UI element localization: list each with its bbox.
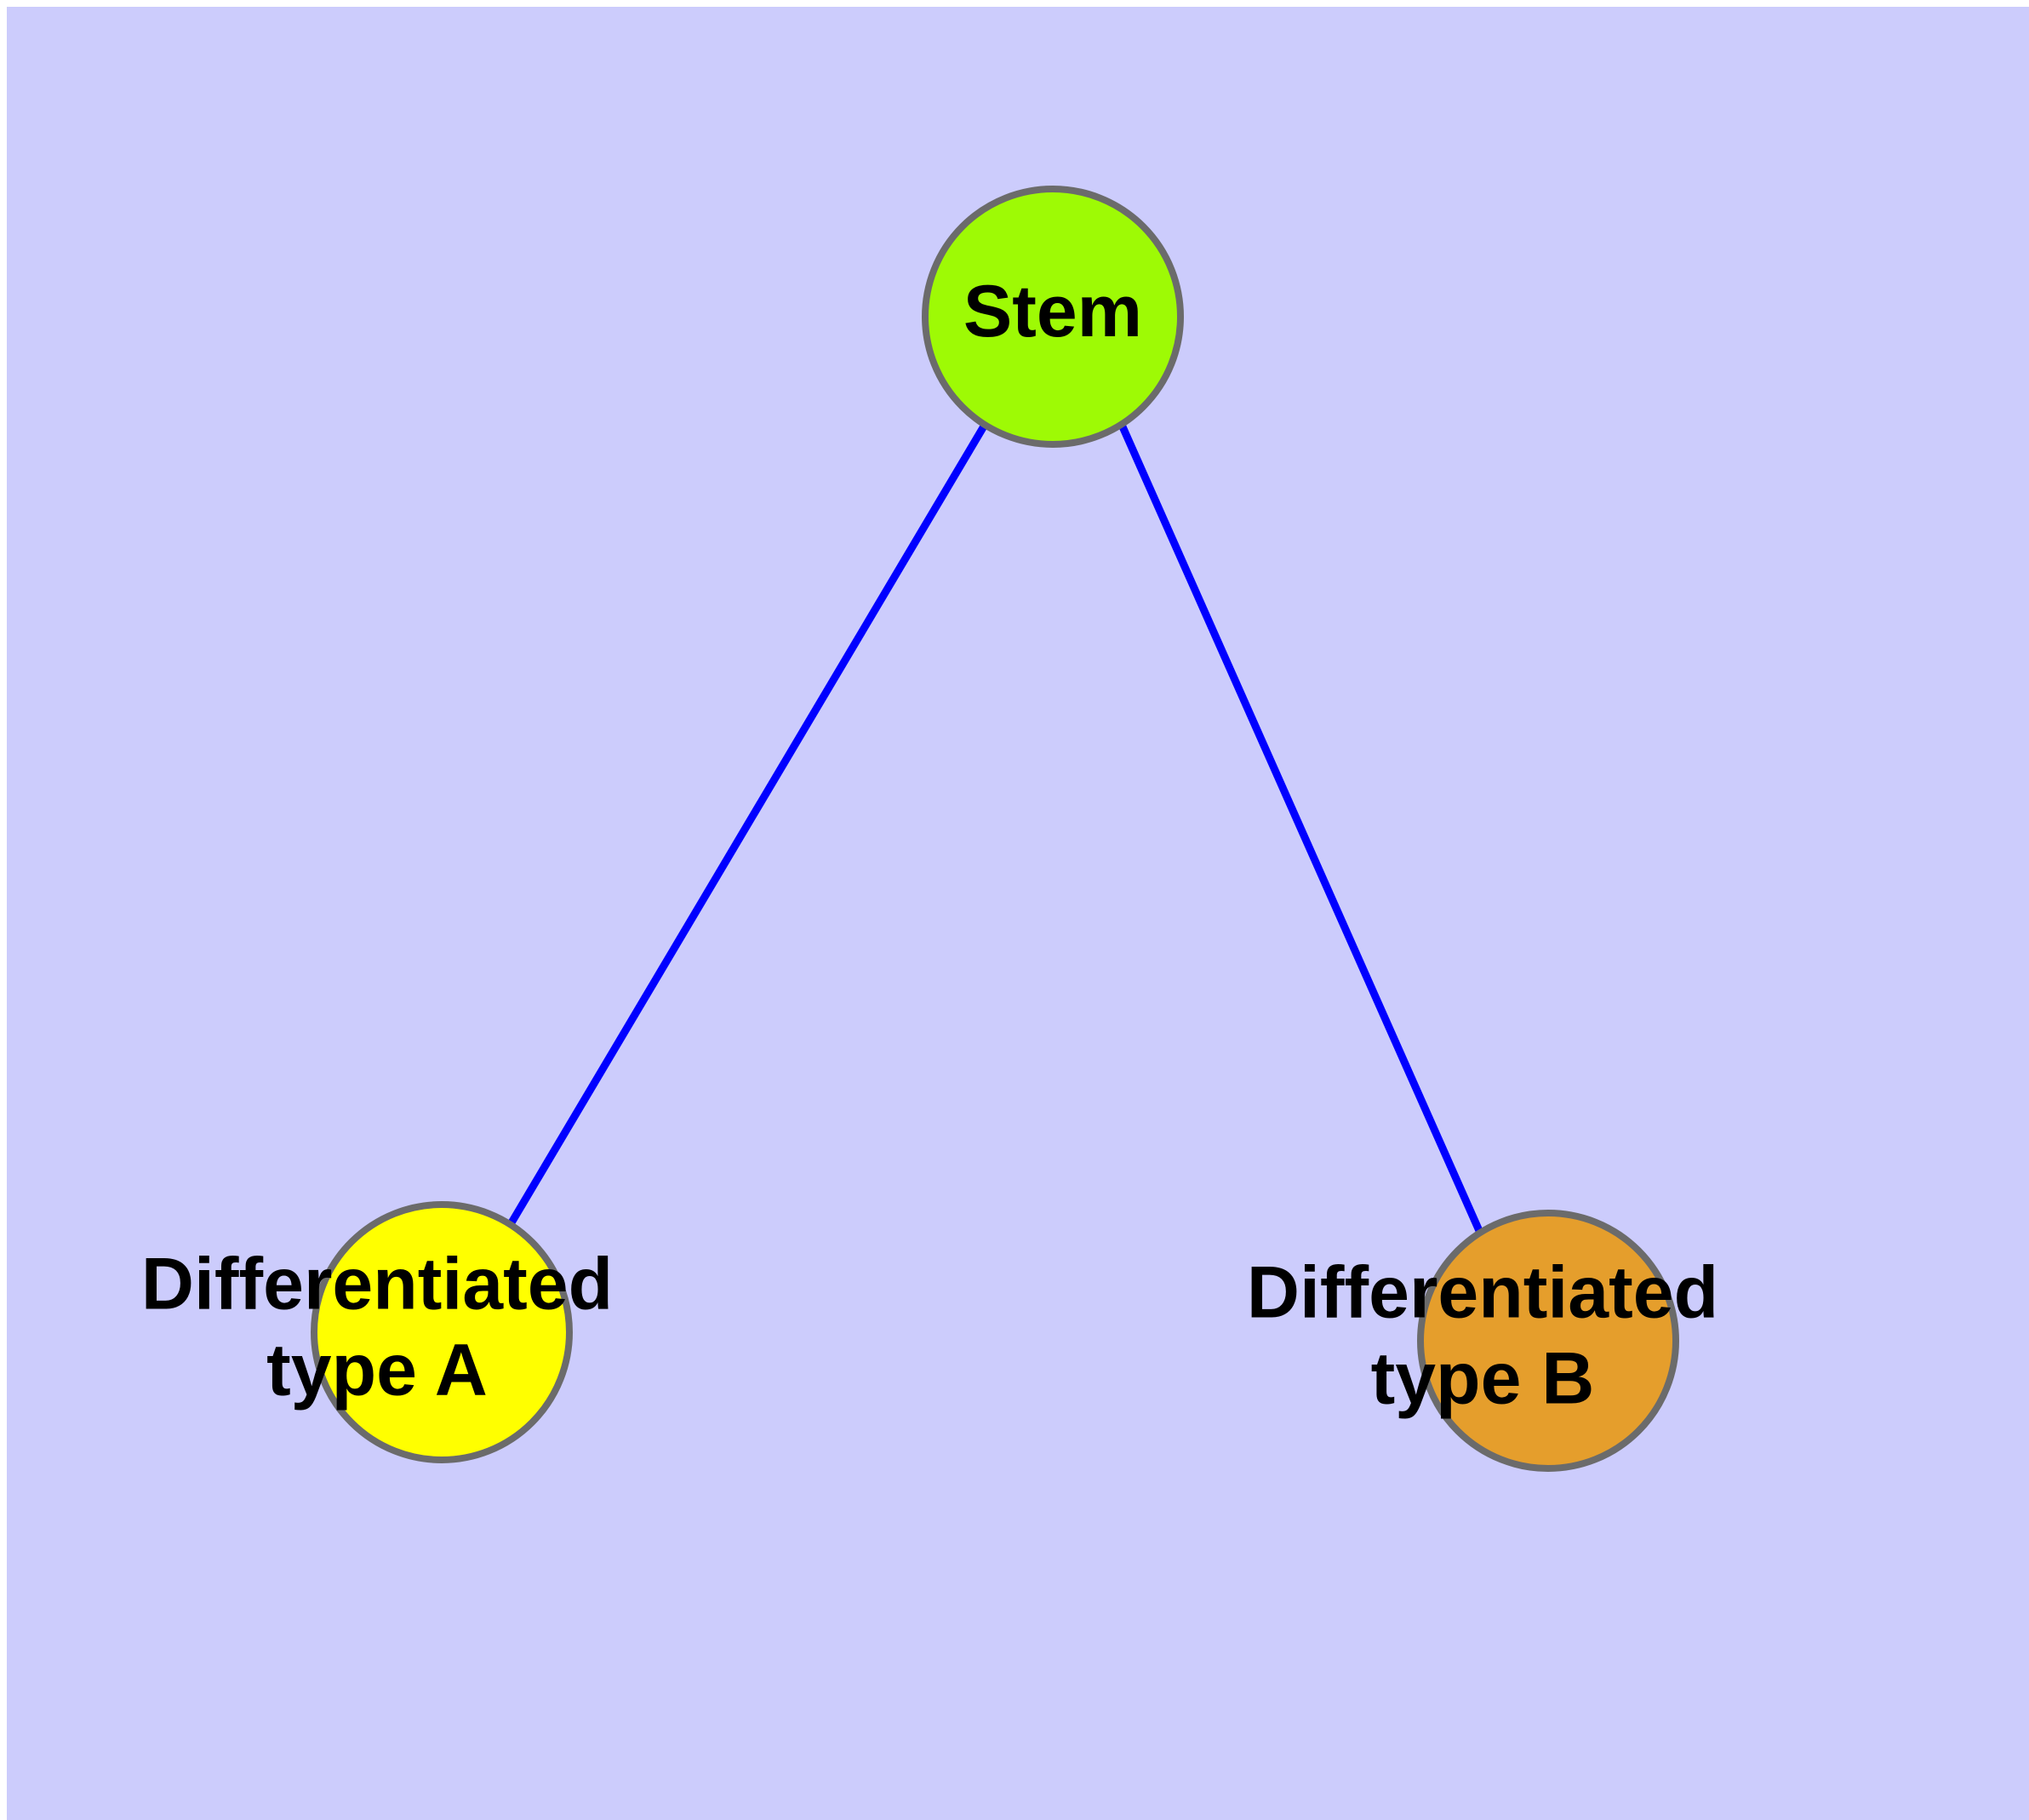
node-label-line: type A — [266, 1329, 488, 1411]
graph-node-diff_a[interactable] — [311, 1201, 573, 1463]
nodes-group — [311, 186, 1679, 1472]
graph-node-stem[interactable] — [922, 186, 1184, 448]
node-label-line: Differentiated — [1247, 1251, 1718, 1333]
graph-edge-stem-to-diff-a — [507, 422, 988, 1227]
node-label-line: type B — [1371, 1337, 1595, 1419]
graph-edge-stem-to-diff-b — [1117, 423, 1484, 1234]
node-label-line: Stem — [963, 271, 1142, 352]
edges-group — [507, 422, 1484, 1234]
graph-node-diff_b[interactable] — [1417, 1210, 1679, 1472]
node-label-line: Differentiated — [141, 1243, 613, 1325]
node-label-stem: Stem — [963, 271, 1142, 352]
